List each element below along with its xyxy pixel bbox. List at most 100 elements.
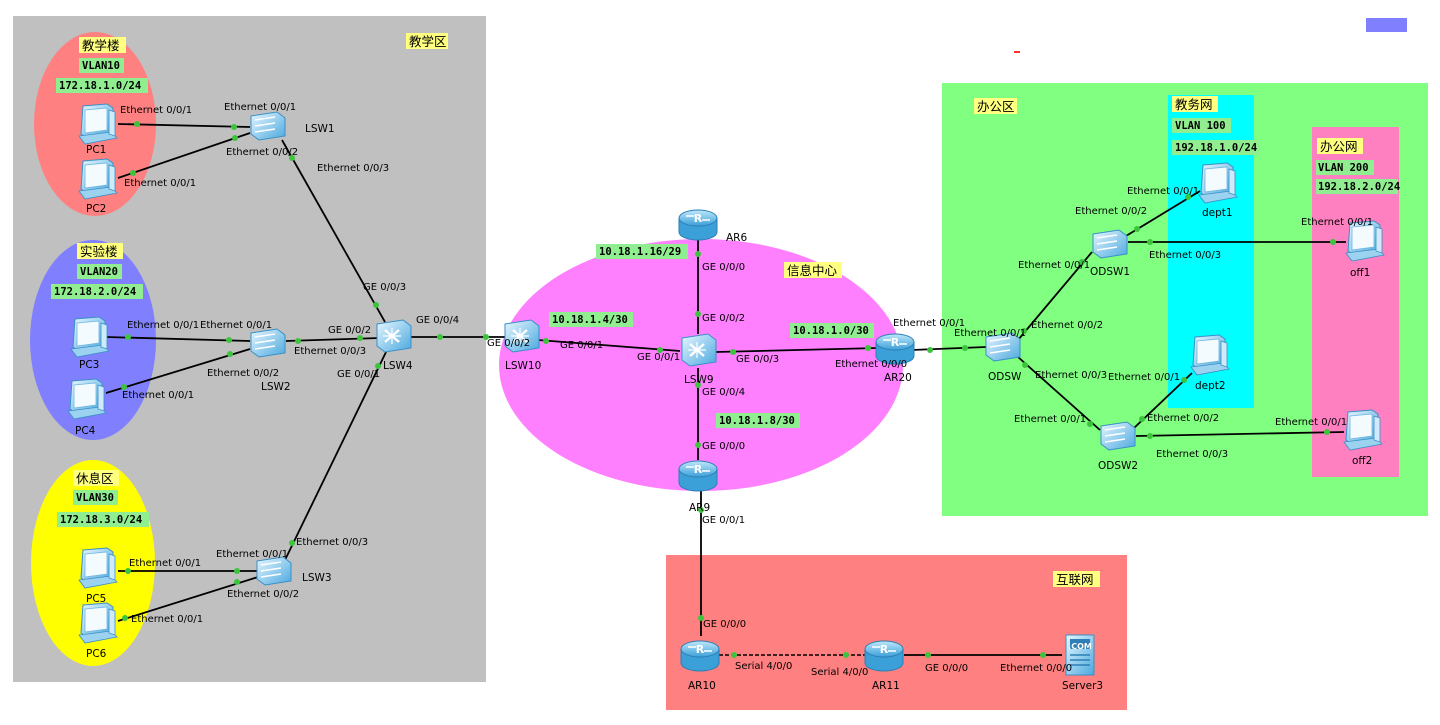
port-label: Ethernet 0/0/1 [1108, 372, 1180, 383]
port-label: Ethernet 0/0/1 [131, 614, 203, 625]
off2-icon[interactable] [1343, 409, 1383, 451]
lab-building-label: 实验楼 [80, 244, 118, 259]
port-label: Ethernet 0/0/2 [227, 589, 299, 600]
port-labels: Ethernet 0/0/1 Ethernet 0/0/1 Ethernet 0… [120, 102, 1373, 678]
vlan10-tag: VLAN10 [82, 60, 120, 72]
port-label: Ethernet 0/0/1 [129, 558, 201, 569]
ar9-net-tag: 10.18.1.8/30 [719, 415, 795, 427]
port-label: GE 0/0/1 [702, 515, 745, 526]
pc2-label: PC2 [86, 203, 106, 215]
legend-swatch [1366, 18, 1407, 32]
lsw4-icon[interactable] [375, 318, 413, 354]
port-label: GE 0/0/3 [736, 354, 779, 365]
pc3-label: PC3 [79, 359, 99, 371]
net20-tag: 172.18.2.0/24 [54, 286, 136, 298]
vlan100-tag: VLAN 100 [1175, 120, 1226, 132]
link-pc4-lsw2 [105, 348, 251, 394]
pc4-icon[interactable] [67, 378, 107, 420]
port-label: Ethernet 0/0/1 [122, 390, 194, 401]
ar11-icon[interactable] [864, 640, 904, 672]
port-label: Ethernet 0/0/1 [127, 320, 199, 331]
port-label: Ethernet 0/0/1 [224, 102, 296, 113]
pc1-icon[interactable] [78, 103, 118, 145]
pc2-icon[interactable] [78, 158, 118, 200]
port-label: Ethernet 0/0/3 [317, 163, 389, 174]
info-center-label: 信息中心 [787, 263, 838, 278]
dept2-icon[interactable] [1190, 334, 1230, 376]
dept1-icon[interactable] [1198, 162, 1238, 204]
server3-label: Server3 [1062, 680, 1103, 692]
lsw2-label: LSW2 [261, 381, 291, 393]
link-lsw4-lsw3 [284, 349, 388, 561]
lsw10-label: LSW10 [505, 360, 541, 372]
links [105, 123, 1346, 656]
port-label: Ethernet 0/0/3 [1149, 250, 1221, 261]
ar11-label: AR11 [872, 680, 900, 692]
info-center-zone [499, 239, 903, 491]
port-label: Ethernet 0/0/0 [1000, 663, 1072, 674]
port-label: Ethernet 0/0/1 [200, 320, 272, 331]
port-label: Ethernet 0/0/2 [207, 368, 279, 379]
port-label: Ethernet 0/0/1 [954, 328, 1026, 339]
pc5-icon[interactable] [78, 547, 118, 589]
lsw2-icon[interactable] [250, 328, 286, 358]
port-label: GE 0/0/3 [363, 282, 406, 293]
link-pc2-lsw1 [117, 132, 251, 179]
port-label: GE 0/0/1 [337, 369, 380, 380]
port-label: Ethernet 0/0/3 [296, 537, 368, 548]
port-label: GE 0/0/4 [702, 387, 745, 398]
port-label: Ethernet 0/0/2 [1075, 206, 1147, 217]
pc6-icon[interactable] [78, 602, 118, 644]
port-label: Ethernet 0/0/1 [120, 105, 192, 116]
ar10-label: AR10 [688, 680, 716, 692]
vlan20-tag: VLAN20 [80, 266, 118, 278]
pc5-label: PC5 [86, 593, 106, 605]
dept2-label: dept2 [1195, 380, 1226, 392]
internet-zone [666, 555, 1127, 710]
port-label: GE 0/0/0 [925, 663, 968, 674]
port-label: GE 0/0/4 [416, 315, 459, 326]
net30-tag: 172.18.3.0/24 [60, 514, 142, 526]
teach-building-label: 教学楼 [82, 38, 120, 53]
ar20-label: AR20 [884, 372, 912, 384]
port-label: GE 0/0/2 [702, 313, 745, 324]
lsw10-net-tag: 10.18.1.4/30 [552, 314, 628, 326]
lsw4-label: LSW4 [383, 360, 413, 372]
link-odsw-odsw2 [1017, 356, 1101, 431]
port-label: Ethernet 0/0/1 [124, 178, 196, 189]
pc4-label: PC4 [75, 425, 96, 437]
port-label: GE 0/0/0 [702, 262, 745, 273]
port-label: Ethernet 0/0/3 [294, 346, 366, 357]
link-lsw1-lsw4 [281, 139, 386, 323]
pc3-icon[interactable] [70, 316, 110, 358]
odsw2-icon[interactable] [1100, 421, 1136, 451]
jiaowu-label: 教务网 [1175, 97, 1213, 112]
office-zone-label: 办公区 [977, 99, 1015, 114]
ar10-icon[interactable] [680, 640, 720, 672]
port-label: Ethernet 0/0/1 [1018, 260, 1090, 271]
port-dots [121, 121, 1336, 658]
ar6-net-tag: 10.18.1.16/29 [599, 246, 681, 258]
link-lsw10-lsw9 [537, 339, 681, 352]
teaching-zone-label: 教学区 [409, 34, 447, 49]
odsw1-label: ODSW1 [1090, 266, 1130, 278]
odsw1-icon[interactable] [1092, 229, 1128, 259]
port-label: GE 0/0/0 [703, 619, 746, 630]
lsw1-icon[interactable] [250, 111, 286, 141]
link-odsw2-off2 [1135, 431, 1345, 437]
port-label: Ethernet 0/0/2 [1147, 413, 1219, 424]
red-mark [1014, 51, 1020, 53]
bangong-label: 办公网 [1320, 139, 1358, 154]
lsw3-icon[interactable] [256, 556, 292, 586]
ar9-icon[interactable] [678, 460, 718, 492]
ar20-net-tag: 10.18.1.0/30 [793, 325, 869, 337]
port-label: Serial 4/0/0 [811, 667, 868, 678]
server3-icon[interactable]: .COM [1065, 634, 1095, 676]
lsw9-icon[interactable] [680, 332, 718, 368]
link-pc6-lsw3 [117, 576, 259, 622]
port-label: Ethernet 0/0/1 [1301, 217, 1373, 228]
off1-label: off1 [1350, 267, 1370, 279]
ar6-icon[interactable] [678, 209, 718, 241]
net200-tag: 192.18.2.0/24 [1318, 181, 1400, 193]
